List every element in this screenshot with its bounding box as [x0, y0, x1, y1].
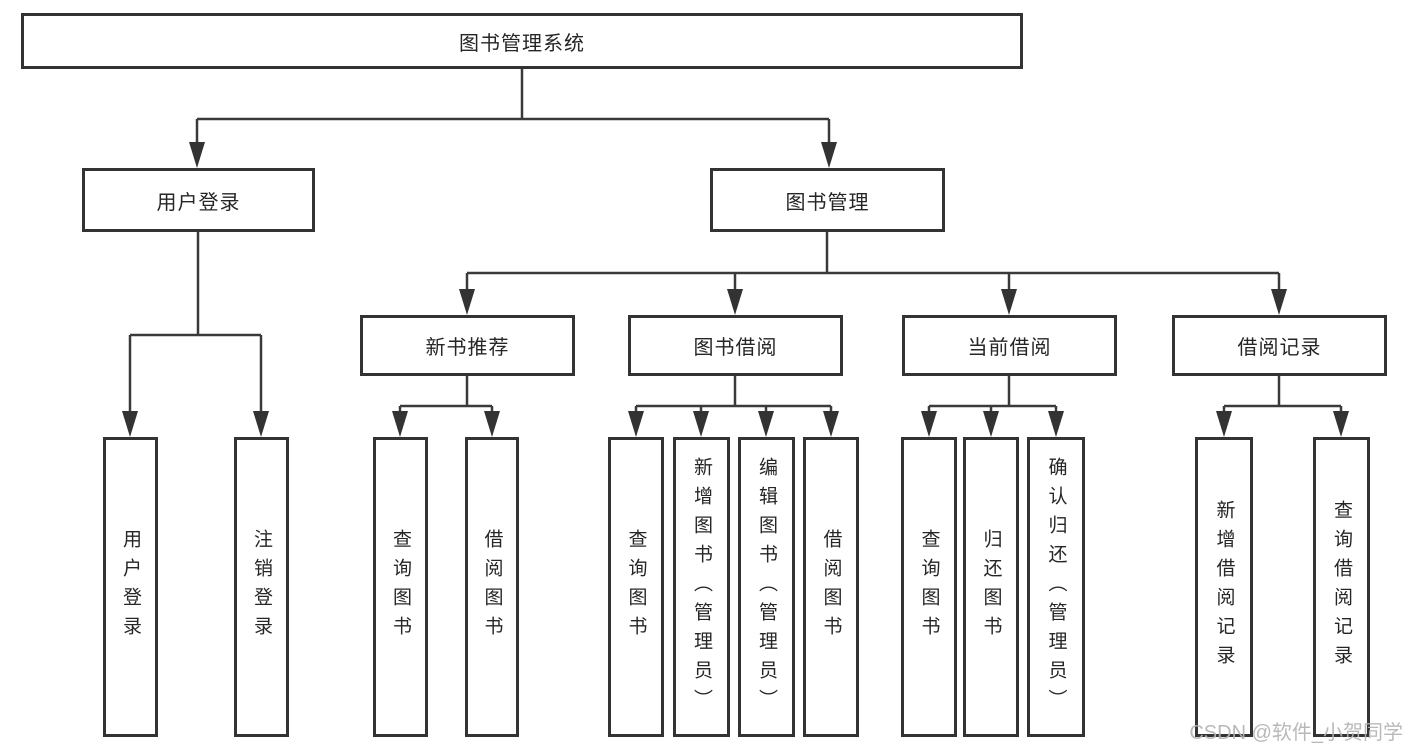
leaf-user-login: 用户登录: [103, 437, 158, 737]
leaf-borrow-edit-label: 编辑图书（管理员）: [756, 456, 777, 718]
leaf-borrow-add-label: 新增图书（管理员）: [691, 456, 712, 718]
leaf-current-query-label: 查询图书: [918, 529, 940, 645]
leaf-borrow-add: 新增图书（管理员）: [673, 437, 730, 737]
leaf-newbook-borrow: 借阅图书: [465, 437, 519, 737]
node-book-management: 图书管理: [710, 168, 945, 232]
leaf-borrow-edit: 编辑图书（管理员）: [738, 437, 795, 737]
node-book-borrow-label: 图书借阅: [693, 337, 778, 359]
node-user-login-label: 用户登录: [156, 191, 241, 214]
leaf-current-confirm-label: 确认归还（管理员）: [1045, 456, 1067, 718]
node-borrow-records-label: 借阅记录: [1237, 337, 1322, 359]
leaf-borrow-query-label: 查询图书: [625, 529, 647, 645]
csdn-watermark: CSDN @软件_小贺同学: [1189, 722, 1403, 744]
leaf-logout: 注销登录: [234, 437, 289, 737]
leaf-logout-label: 注销登录: [251, 529, 272, 645]
leaf-records-query: 查询借阅记录: [1313, 437, 1370, 737]
node-new-book-recommend-label: 新书推荐: [425, 337, 510, 359]
leaf-records-add-label: 新增借阅记录: [1213, 500, 1235, 674]
leaf-current-confirm: 确认归还（管理员）: [1027, 437, 1085, 737]
leaf-borrow-query: 查询图书: [608, 437, 664, 737]
node-root: 图书管理系统: [21, 13, 1023, 69]
node-new-book-recommend: 新书推荐: [360, 315, 575, 376]
leaf-user-login-label: 用户登录: [120, 529, 141, 645]
node-current-borrow: 当前借阅: [902, 315, 1117, 376]
leaf-records-query-label: 查询借阅记录: [1331, 500, 1352, 674]
leaf-current-return-label: 归还图书: [980, 529, 1002, 645]
node-current-borrow-label: 当前借阅: [967, 337, 1052, 359]
node-user-login: 用户登录: [82, 168, 315, 232]
node-book-borrow: 图书借阅: [628, 315, 843, 376]
leaf-records-add: 新增借阅记录: [1195, 437, 1253, 737]
node-borrow-records: 借阅记录: [1172, 315, 1387, 376]
node-book-management-label: 图书管理: [785, 191, 870, 214]
node-root-label: 图书管理系统: [459, 32, 585, 55]
leaf-borrow-borrow: 借阅图书: [803, 437, 859, 737]
leaf-borrow-borrow-label: 借阅图书: [820, 529, 842, 645]
leaf-newbook-query: 查询图书: [373, 437, 428, 737]
leaf-current-return: 归还图书: [963, 437, 1019, 737]
leaf-newbook-borrow-label: 借阅图书: [481, 529, 503, 645]
leaf-newbook-query-label: 查询图书: [390, 529, 411, 645]
arrowheads: [122, 142, 1349, 437]
leaf-current-query: 查询图书: [901, 437, 957, 737]
